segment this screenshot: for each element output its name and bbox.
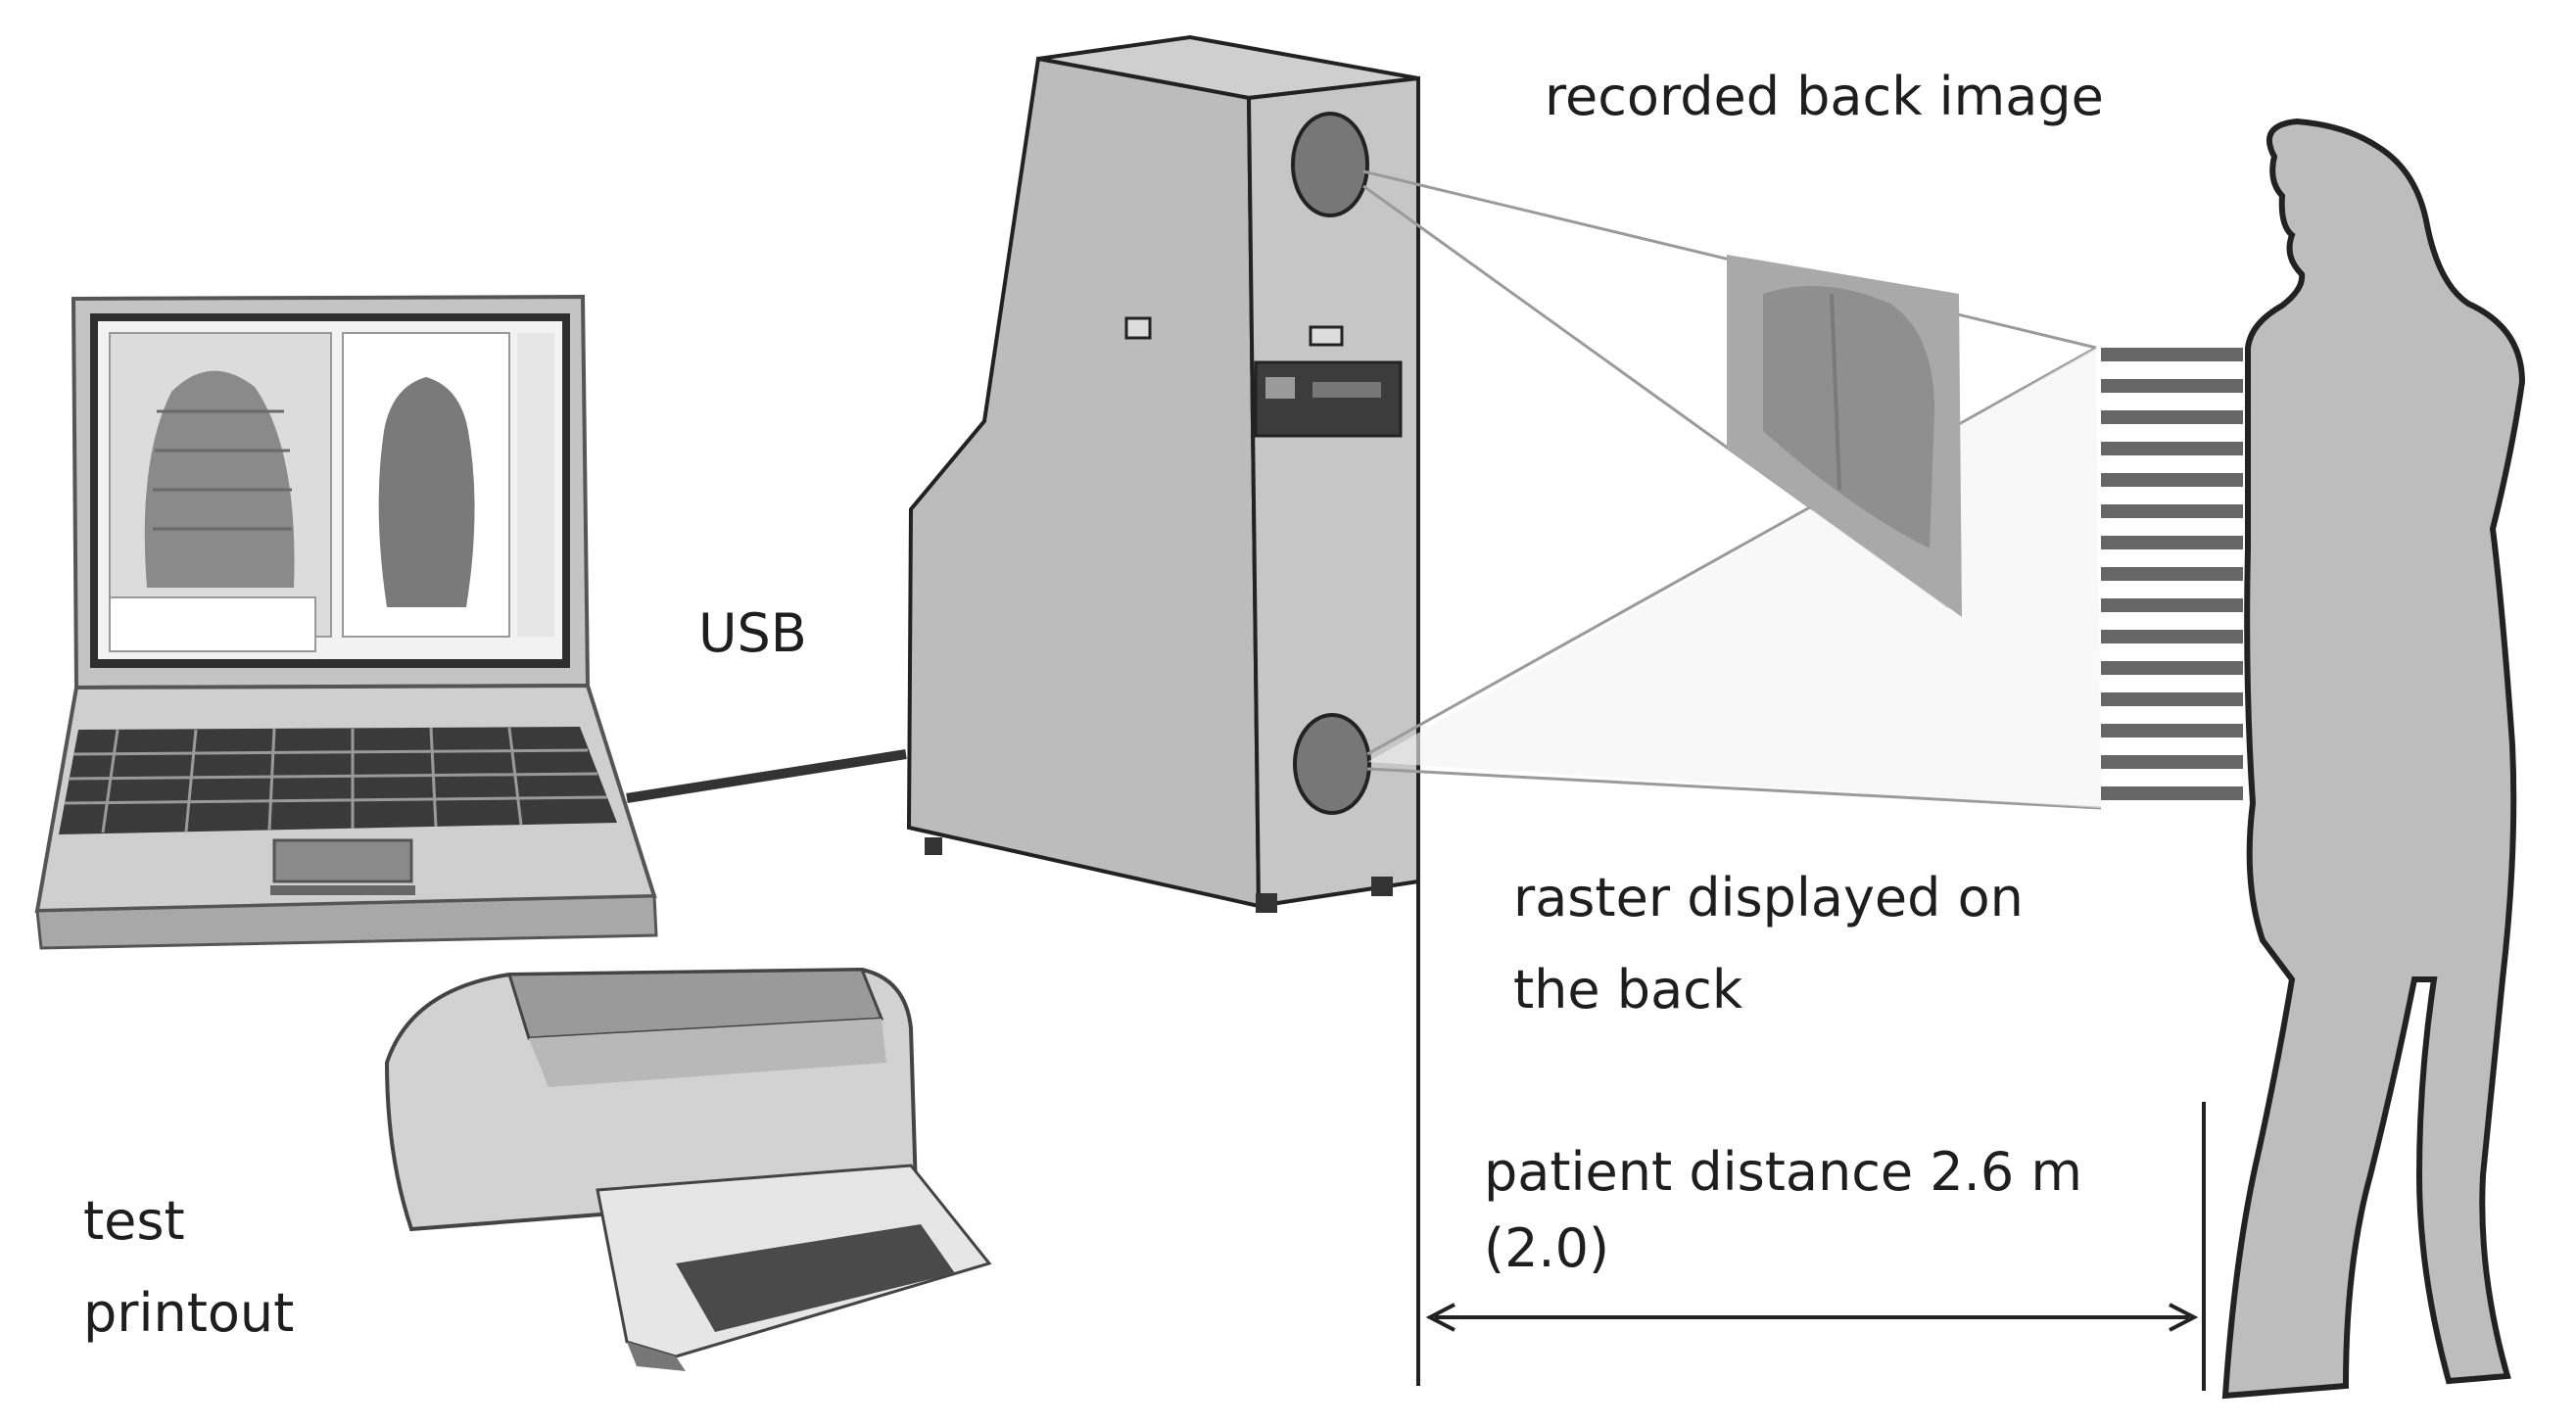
patient-silhouette-icon — [2221, 118, 2526, 1400]
usb-cable — [626, 749, 907, 803]
test-printout-label-line1: test — [83, 1190, 185, 1252]
recorded-back-photo — [1727, 255, 1962, 617]
raster-label-line2: the back — [1513, 959, 1743, 1021]
laptop-icon — [34, 294, 658, 950]
scanner-tower-icon — [906, 34, 1420, 913]
distance-measurement — [1416, 862, 2206, 1391]
test-printout-label-line2: printout — [83, 1282, 295, 1344]
raster-label-line1: raster displayed on — [1513, 867, 2024, 928]
usb-label: USB — [698, 602, 807, 664]
distance-label-line1: patient distance 2.6 m — [1484, 1141, 2082, 1203]
distance-label-line2: (2.0) — [1484, 1217, 1610, 1279]
recorded-back-image-label: recorded back image — [1545, 66, 2104, 127]
printer-icon — [384, 967, 992, 1371]
raster-pattern — [2101, 348, 2243, 800]
